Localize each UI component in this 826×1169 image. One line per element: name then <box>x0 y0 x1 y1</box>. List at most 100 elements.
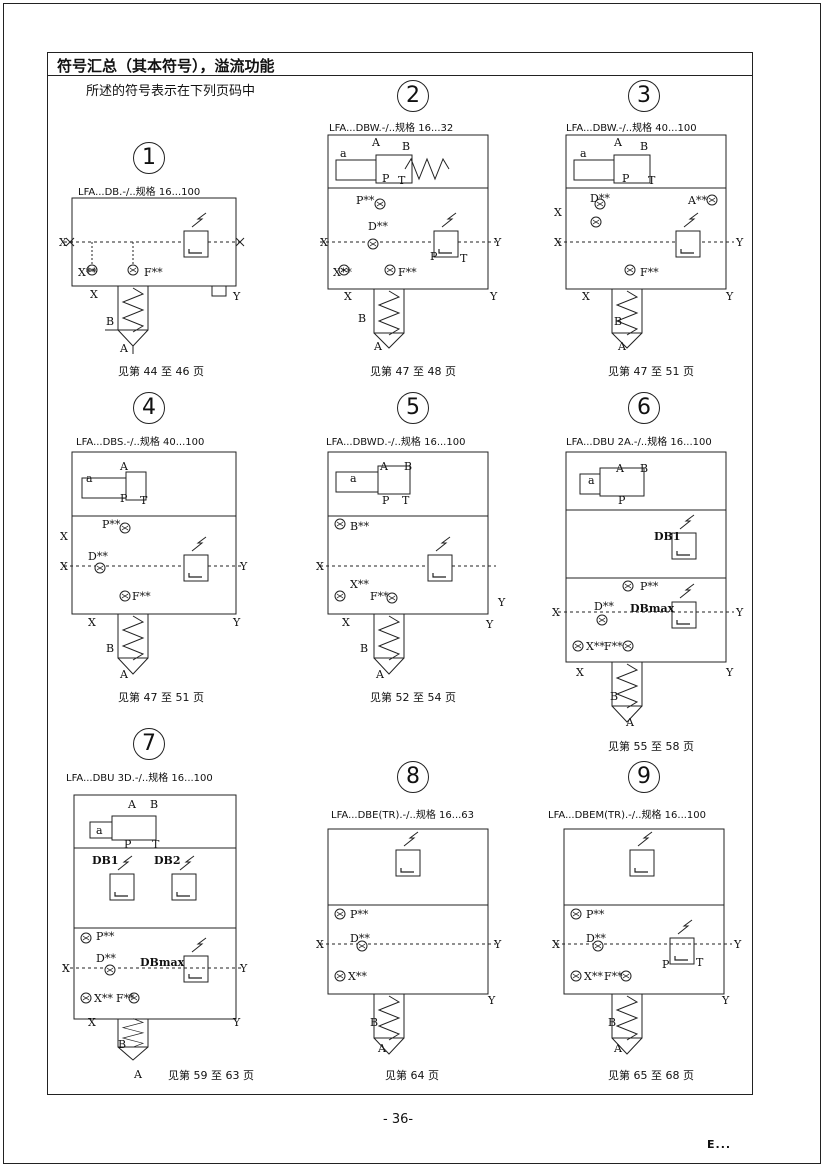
svg-text:A: A <box>617 340 627 353</box>
svg-text:B: B <box>640 140 648 153</box>
svg-text:A: A <box>133 1068 143 1081</box>
svg-text:A: A <box>119 342 129 355</box>
svg-text:Y: Y <box>497 596 506 609</box>
svg-text:X**: X** <box>78 266 97 279</box>
svg-text:X**: X** <box>348 970 367 983</box>
page-border <box>3 3 821 1164</box>
svg-text:F**: F** <box>370 590 389 603</box>
svg-text:Y: Y <box>239 962 248 975</box>
svg-text:Y: Y <box>489 290 498 303</box>
svg-text:F**: F** <box>132 590 151 603</box>
svg-text:P: P <box>618 494 626 507</box>
svg-text:B: B <box>640 462 648 475</box>
svg-text:P: P <box>124 838 132 851</box>
svg-text:Y: Y <box>485 618 494 631</box>
svg-text:D**: D** <box>88 550 108 563</box>
svg-text:DB1: DB1 <box>92 854 119 867</box>
svg-text:Y: Y <box>725 666 734 679</box>
symbol-number-2: 2 <box>397 80 429 112</box>
svg-text:A: A <box>371 136 381 149</box>
svg-text:a: a <box>96 824 103 837</box>
svg-text:X: X <box>342 616 350 629</box>
symbol-number-1: 1 <box>133 142 165 174</box>
svg-text:X**: X** <box>333 266 352 279</box>
svg-text:X: X <box>62 962 70 975</box>
svg-text:D**: D** <box>350 932 370 945</box>
page-title: 符号汇总（其本符号），溢流功能 <box>57 57 275 75</box>
svg-text:F**: F** <box>144 266 163 279</box>
svg-text:A: A <box>119 668 129 681</box>
svg-text:B: B <box>360 642 368 655</box>
svg-text:P: P <box>662 958 670 971</box>
svg-text:Y: Y <box>493 236 502 249</box>
svg-text:P: P <box>430 250 438 263</box>
svg-text:A**: A** <box>687 194 707 207</box>
symbol-label-8: LFA...DBE(TR).-/..规格 16...63 <box>331 810 475 821</box>
symbol-label-4: LFA...DBS.-/..规格 40...100 <box>76 437 205 448</box>
svg-text:A: A <box>127 798 137 811</box>
svg-text:P: P <box>382 172 390 185</box>
svg-text:B: B <box>614 315 622 328</box>
svg-text:a: a <box>580 147 587 160</box>
page-ref-3: 见第 47 至 51 页 <box>608 365 694 378</box>
svg-text:X: X <box>320 236 328 249</box>
svg-text:P**: P** <box>640 580 659 593</box>
svg-text:DBmax: DBmax <box>140 956 185 969</box>
svg-text:Y: Y <box>487 994 496 1007</box>
svg-text:D**: D** <box>368 220 388 233</box>
page-ref-1: 见第 44 至 46 页 <box>118 365 204 378</box>
svg-text:B: B <box>610 690 618 703</box>
page-ref-7: 见第 59 至 63 页 <box>168 1069 254 1082</box>
page-ref-4: 见第 47 至 51 页 <box>118 691 204 704</box>
svg-text:A: A <box>375 668 385 681</box>
symbol-label-2: LFA...DBW.-/..规格 16...32 <box>329 123 454 134</box>
svg-text:X: X <box>90 288 98 301</box>
company-logo: E... <box>707 1138 732 1151</box>
svg-text:a: a <box>86 472 93 485</box>
svg-text:Y: Y <box>493 938 502 951</box>
svg-text:X: X <box>582 290 590 303</box>
svg-text:B: B <box>358 312 366 325</box>
svg-text:X: X <box>576 666 584 679</box>
svg-text:A: A <box>613 136 623 149</box>
svg-text:D**: D** <box>594 600 614 613</box>
svg-text:X: X <box>316 560 324 573</box>
svg-text:Y: Y <box>735 606 744 619</box>
svg-text:DB1: DB1 <box>654 530 681 543</box>
symbol-label-6: LFA...DBU 2A.-/..规格 16...100 <box>566 437 712 448</box>
svg-text:F**: F** <box>116 992 135 1005</box>
svg-text:A: A <box>373 340 383 353</box>
svg-text:F**: F** <box>604 970 623 983</box>
svg-text:P**: P** <box>350 908 369 921</box>
symbol-number-4: 4 <box>133 392 165 424</box>
svg-text:B: B <box>370 1016 378 1029</box>
svg-text:P: P <box>120 492 128 505</box>
svg-text:X: X <box>88 616 96 629</box>
svg-text:F**: F** <box>604 640 623 653</box>
svg-text:Y: Y <box>232 616 241 629</box>
svg-text:P**: P** <box>102 518 121 531</box>
svg-text:Y: Y <box>725 290 734 303</box>
svg-text:B: B <box>402 140 410 153</box>
page-number: - 36- <box>383 1112 414 1127</box>
page-ref-2: 见第 47 至 48 页 <box>370 365 456 378</box>
svg-text:P**: P** <box>586 908 605 921</box>
symbol-label-5: LFA...DBWD.-/..规格 16...100 <box>326 437 466 448</box>
symbol-number-3: 3 <box>628 80 660 112</box>
symbol-number-9: 9 <box>628 761 660 793</box>
svg-text:P**: P** <box>356 194 375 207</box>
svg-text:P**: P** <box>96 930 115 943</box>
page-ref-5: 见第 52 至 54 页 <box>370 691 456 704</box>
svg-text:B: B <box>118 1038 126 1051</box>
svg-text:T: T <box>402 494 410 507</box>
svg-text:X: X <box>88 1016 96 1029</box>
svg-text:a: a <box>340 147 347 160</box>
